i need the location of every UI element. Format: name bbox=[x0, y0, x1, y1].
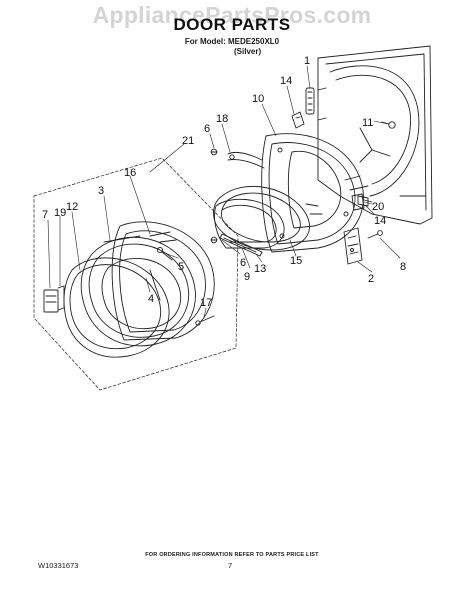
model-variant: (Silver) bbox=[234, 47, 262, 56]
callout-10: 10 bbox=[252, 93, 264, 105]
model-line: For Model: MEDE250XL0 bbox=[184, 37, 280, 46]
part-5-screw bbox=[156, 246, 173, 261]
callout-14: 14 bbox=[280, 75, 292, 87]
part-2-door-latch bbox=[343, 227, 363, 265]
part-10-inner-door-panel bbox=[261, 133, 364, 253]
part-17-screw bbox=[195, 315, 215, 326]
part-6-screw-lower bbox=[210, 236, 218, 244]
callout-15: 15 bbox=[290, 255, 302, 267]
callout-9: 9 bbox=[244, 271, 250, 283]
callout-labels: 1 14 10 18 6 11 21 16 3 7 19 12 5 4 17 6… bbox=[42, 55, 406, 309]
callout-8: 8 bbox=[400, 261, 406, 273]
callout-18: 18 bbox=[216, 113, 228, 125]
callout-13: 13 bbox=[254, 263, 266, 275]
part-3-door-bezel bbox=[80, 235, 196, 347]
callout-21: 21 bbox=[182, 135, 194, 147]
callout-20: 20 bbox=[372, 201, 384, 213]
callout-7: 7 bbox=[42, 209, 48, 221]
part-13-door-glass bbox=[214, 198, 285, 249]
part-18-hinge-bracket bbox=[227, 151, 265, 169]
part-15-door-gasket bbox=[213, 185, 310, 251]
part-14-clip-upper bbox=[291, 111, 305, 129]
callout-11: 11 bbox=[362, 117, 373, 129]
callout-19: 19 bbox=[54, 207, 66, 219]
callout-14b: 14 bbox=[374, 215, 386, 227]
document-number: W10331673 bbox=[38, 561, 79, 570]
ordering-note: FOR ORDERING INFORMATION REFER TO PARTS … bbox=[145, 552, 319, 558]
watermark-text: AppliancePartsPros.com bbox=[92, 2, 372, 28]
part-7-hinge bbox=[43, 289, 59, 313]
callout-2: 2 bbox=[368, 273, 374, 285]
part-9-handle-bar bbox=[219, 233, 263, 257]
part-16-outer-door-frame bbox=[111, 221, 215, 341]
part-4-inner-glass bbox=[101, 257, 182, 330]
page-number: 7 bbox=[228, 561, 233, 570]
callout-12: 12 bbox=[66, 201, 78, 213]
part-6-screw-upper bbox=[210, 148, 218, 156]
leader-lines bbox=[47, 65, 401, 319]
part-8-screw bbox=[367, 230, 383, 239]
callout-16: 16 bbox=[124, 167, 136, 179]
callout-4: 4 bbox=[148, 293, 154, 305]
part-1-door-strike bbox=[305, 87, 315, 115]
callout-6b: 6 bbox=[240, 257, 246, 269]
callout-5: 5 bbox=[178, 261, 184, 273]
part-11-screw bbox=[381, 121, 396, 129]
page-title: DOOR PARTS bbox=[173, 15, 291, 34]
cabinet-front-panel bbox=[317, 45, 433, 225]
part-19-hinge-cover bbox=[57, 285, 65, 311]
part-12-outer-door-ring bbox=[63, 257, 170, 358]
callout-6: 6 bbox=[204, 123, 210, 135]
part-14-clip-lower bbox=[357, 195, 369, 207]
callout-3: 3 bbox=[98, 185, 104, 197]
callout-17: 17 bbox=[200, 297, 212, 309]
callout-1: 1 bbox=[304, 55, 310, 67]
